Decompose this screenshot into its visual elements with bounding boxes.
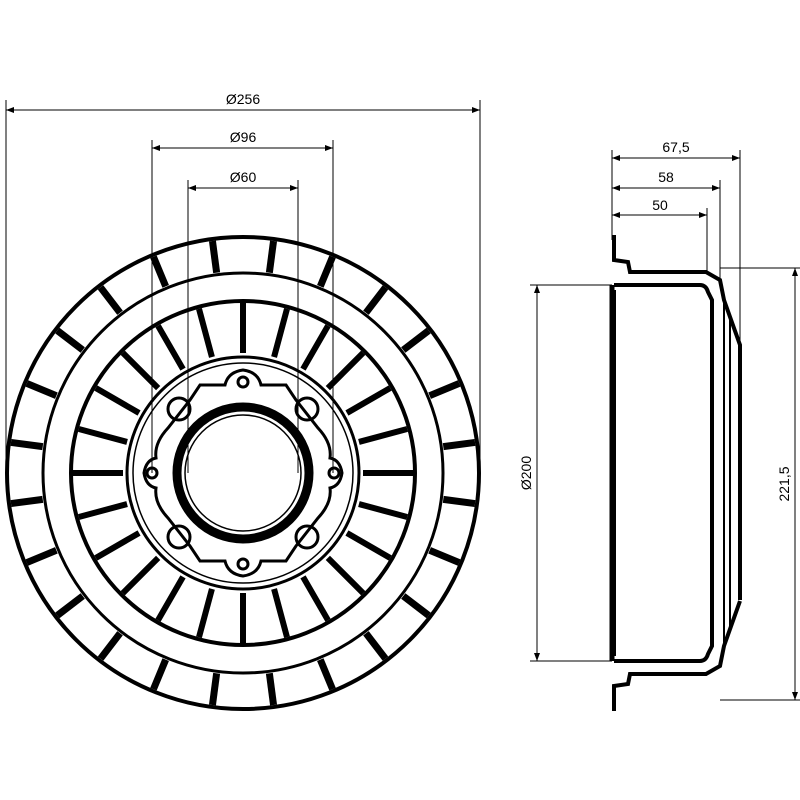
dim-outer-diameter: Ø256: [226, 91, 260, 107]
fin: [150, 255, 169, 288]
small-hole: [236, 375, 250, 389]
fin: [300, 575, 331, 622]
center-bore: [184, 414, 302, 532]
fin: [25, 380, 58, 399]
fin: [358, 501, 408, 520]
fin: [78, 501, 128, 520]
fin: [25, 547, 58, 566]
fin: [150, 658, 169, 691]
fin: [120, 350, 161, 391]
side-dimensions: [530, 150, 800, 701]
drum-profile-bottom: [612, 600, 742, 711]
fin: [300, 324, 331, 371]
fin-ring-inner-edge: [41, 271, 445, 675]
fin: [271, 588, 290, 638]
fin: [325, 350, 366, 391]
fin: [442, 495, 476, 508]
fin: [363, 285, 389, 315]
stud-hole: [166, 396, 192, 422]
outer-fins: [10, 240, 476, 706]
front-dimensions: [5, 100, 481, 473]
drum-profile-top: [612, 235, 742, 600]
fin: [401, 327, 431, 353]
hub-ring-outer: [125, 355, 361, 591]
fin: [401, 593, 431, 619]
dim-height-mid: 58: [658, 169, 674, 185]
fin: [325, 555, 366, 596]
stud-hole: [166, 524, 192, 550]
fin: [271, 308, 290, 358]
fin: [363, 631, 389, 661]
fin: [317, 658, 336, 691]
wheel-stud-holes: [166, 396, 320, 550]
drum-face-ring: [69, 299, 417, 647]
hub-ring-inner: [132, 362, 354, 584]
small-hole: [236, 557, 250, 571]
stud-hole: [294, 524, 320, 550]
side-view: [609, 235, 742, 711]
hub-flange-outline: [142, 368, 344, 578]
fin: [155, 324, 186, 371]
fin: [196, 308, 215, 358]
dim-braking-diameter: Ø200: [518, 456, 534, 490]
drum-outer-edge: [5, 235, 481, 711]
drum-body: [612, 283, 714, 663]
dim-center-bore: Ø60: [230, 169, 257, 185]
fin: [345, 530, 392, 561]
fin: [10, 495, 44, 508]
stud-hole: [294, 396, 320, 422]
inner-fins: [73, 303, 413, 643]
fin: [265, 240, 278, 274]
small-hole: [327, 466, 341, 480]
front-view: [5, 235, 481, 711]
fin: [97, 285, 123, 315]
fin: [428, 380, 461, 399]
dim-outer-diameter-side: 221,5: [776, 466, 792, 501]
fin: [78, 426, 128, 445]
fin: [208, 672, 221, 706]
dim-total-height: 67,5: [662, 139, 689, 155]
fin: [196, 588, 215, 638]
fin: [55, 327, 85, 353]
fin: [155, 575, 186, 622]
fin: [10, 438, 44, 451]
fin: [97, 631, 123, 661]
fin: [208, 240, 221, 274]
center-bore-ring: [172, 402, 314, 544]
fin: [345, 385, 392, 416]
fin: [265, 672, 278, 706]
fin: [94, 530, 141, 561]
fin: [55, 593, 85, 619]
dim-height-inner: 50: [652, 197, 668, 213]
fin: [120, 555, 161, 596]
dim-bolt-circle: Ø96: [230, 129, 257, 145]
fin: [317, 255, 336, 288]
fin: [358, 426, 408, 445]
fin: [442, 438, 476, 451]
fin: [94, 385, 141, 416]
fin: [428, 547, 461, 566]
